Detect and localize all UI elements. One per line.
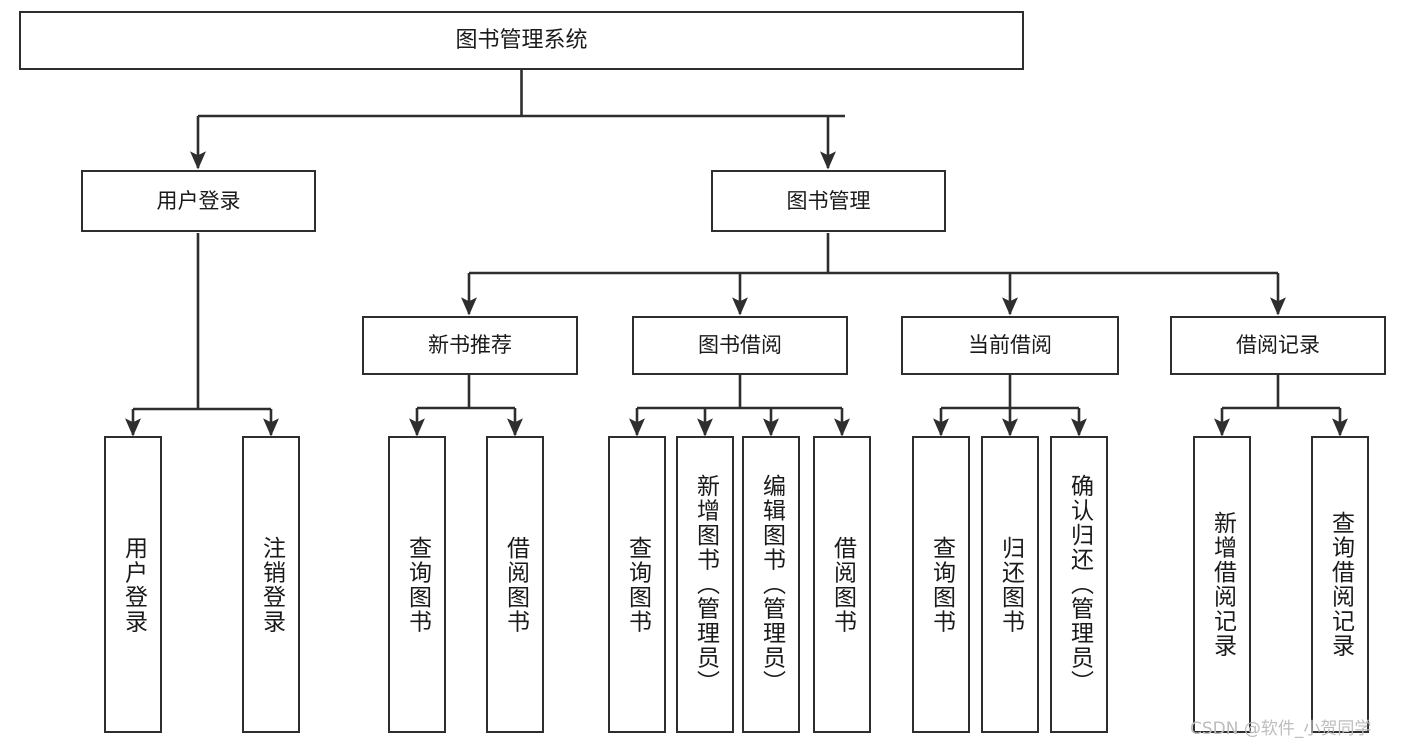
node-label: 注销登录: [258, 535, 285, 634]
node-label: 图书管理系统: [455, 27, 588, 53]
leaf-query-borrow-record[interactable]: 查询借阅记录: [1311, 436, 1369, 733]
node-label: 借阅图书: [502, 535, 529, 634]
node-label: 查询图书: [404, 535, 431, 634]
node-book-borrow[interactable]: 图书借阅: [632, 316, 848, 375]
node-new-book-recommend[interactable]: 新书推荐: [362, 316, 578, 375]
node-label: 当前借阅: [968, 333, 1052, 358]
node-label: 新书推荐: [428, 333, 512, 358]
node-label: 新增图书（管理员）: [692, 474, 719, 695]
node-label: 编辑图书（管理员）: [758, 474, 785, 695]
node-label: 查询图书: [624, 535, 651, 634]
csdn-watermark: CSDN @软件_小贺同学: [1190, 719, 1372, 739]
node-user-login[interactable]: 用户登录: [81, 170, 316, 232]
leaf-edit-book-admin[interactable]: 编辑图书（管理员）: [742, 436, 800, 733]
node-label: 归还图书: [997, 535, 1024, 634]
node-label: 借阅记录: [1236, 333, 1320, 358]
node-borrow-record[interactable]: 借阅记录: [1170, 316, 1386, 375]
leaf-add-borrow-record[interactable]: 新增借阅记录: [1193, 436, 1251, 733]
leaf-confirm-return-admin[interactable]: 确认归还（管理员）: [1050, 436, 1108, 733]
node-label: 新增借阅记录: [1209, 511, 1236, 658]
node-label: 图书管理: [786, 188, 871, 213]
leaf-query-book-new[interactable]: 查询图书: [388, 436, 446, 733]
node-label: 查询借阅记录: [1327, 511, 1354, 658]
node-label: 借阅图书: [829, 535, 856, 634]
leaf-logout[interactable]: 注销登录: [242, 436, 300, 733]
node-root-system[interactable]: 图书管理系统: [19, 11, 1024, 70]
leaf-borrow-book-new[interactable]: 借阅图书: [486, 436, 544, 733]
leaf-borrow-book[interactable]: 借阅图书: [813, 436, 871, 733]
leaf-add-book-admin[interactable]: 新增图书（管理员）: [676, 436, 734, 733]
leaf-query-book-borrow[interactable]: 查询图书: [608, 436, 666, 733]
node-label: 确认归还（管理员）: [1066, 474, 1093, 695]
node-label: 图书借阅: [698, 333, 782, 358]
node-label: 查询图书: [928, 535, 955, 634]
node-current-borrow[interactable]: 当前借阅: [901, 316, 1119, 375]
leaf-return-book[interactable]: 归还图书: [981, 436, 1039, 733]
node-book-management[interactable]: 图书管理: [711, 170, 946, 232]
node-label: 用户登录: [156, 188, 241, 213]
node-label: 用户登录: [120, 535, 147, 634]
leaf-query-book-current[interactable]: 查询图书: [912, 436, 970, 733]
leaf-user-login[interactable]: 用户登录: [104, 436, 162, 733]
